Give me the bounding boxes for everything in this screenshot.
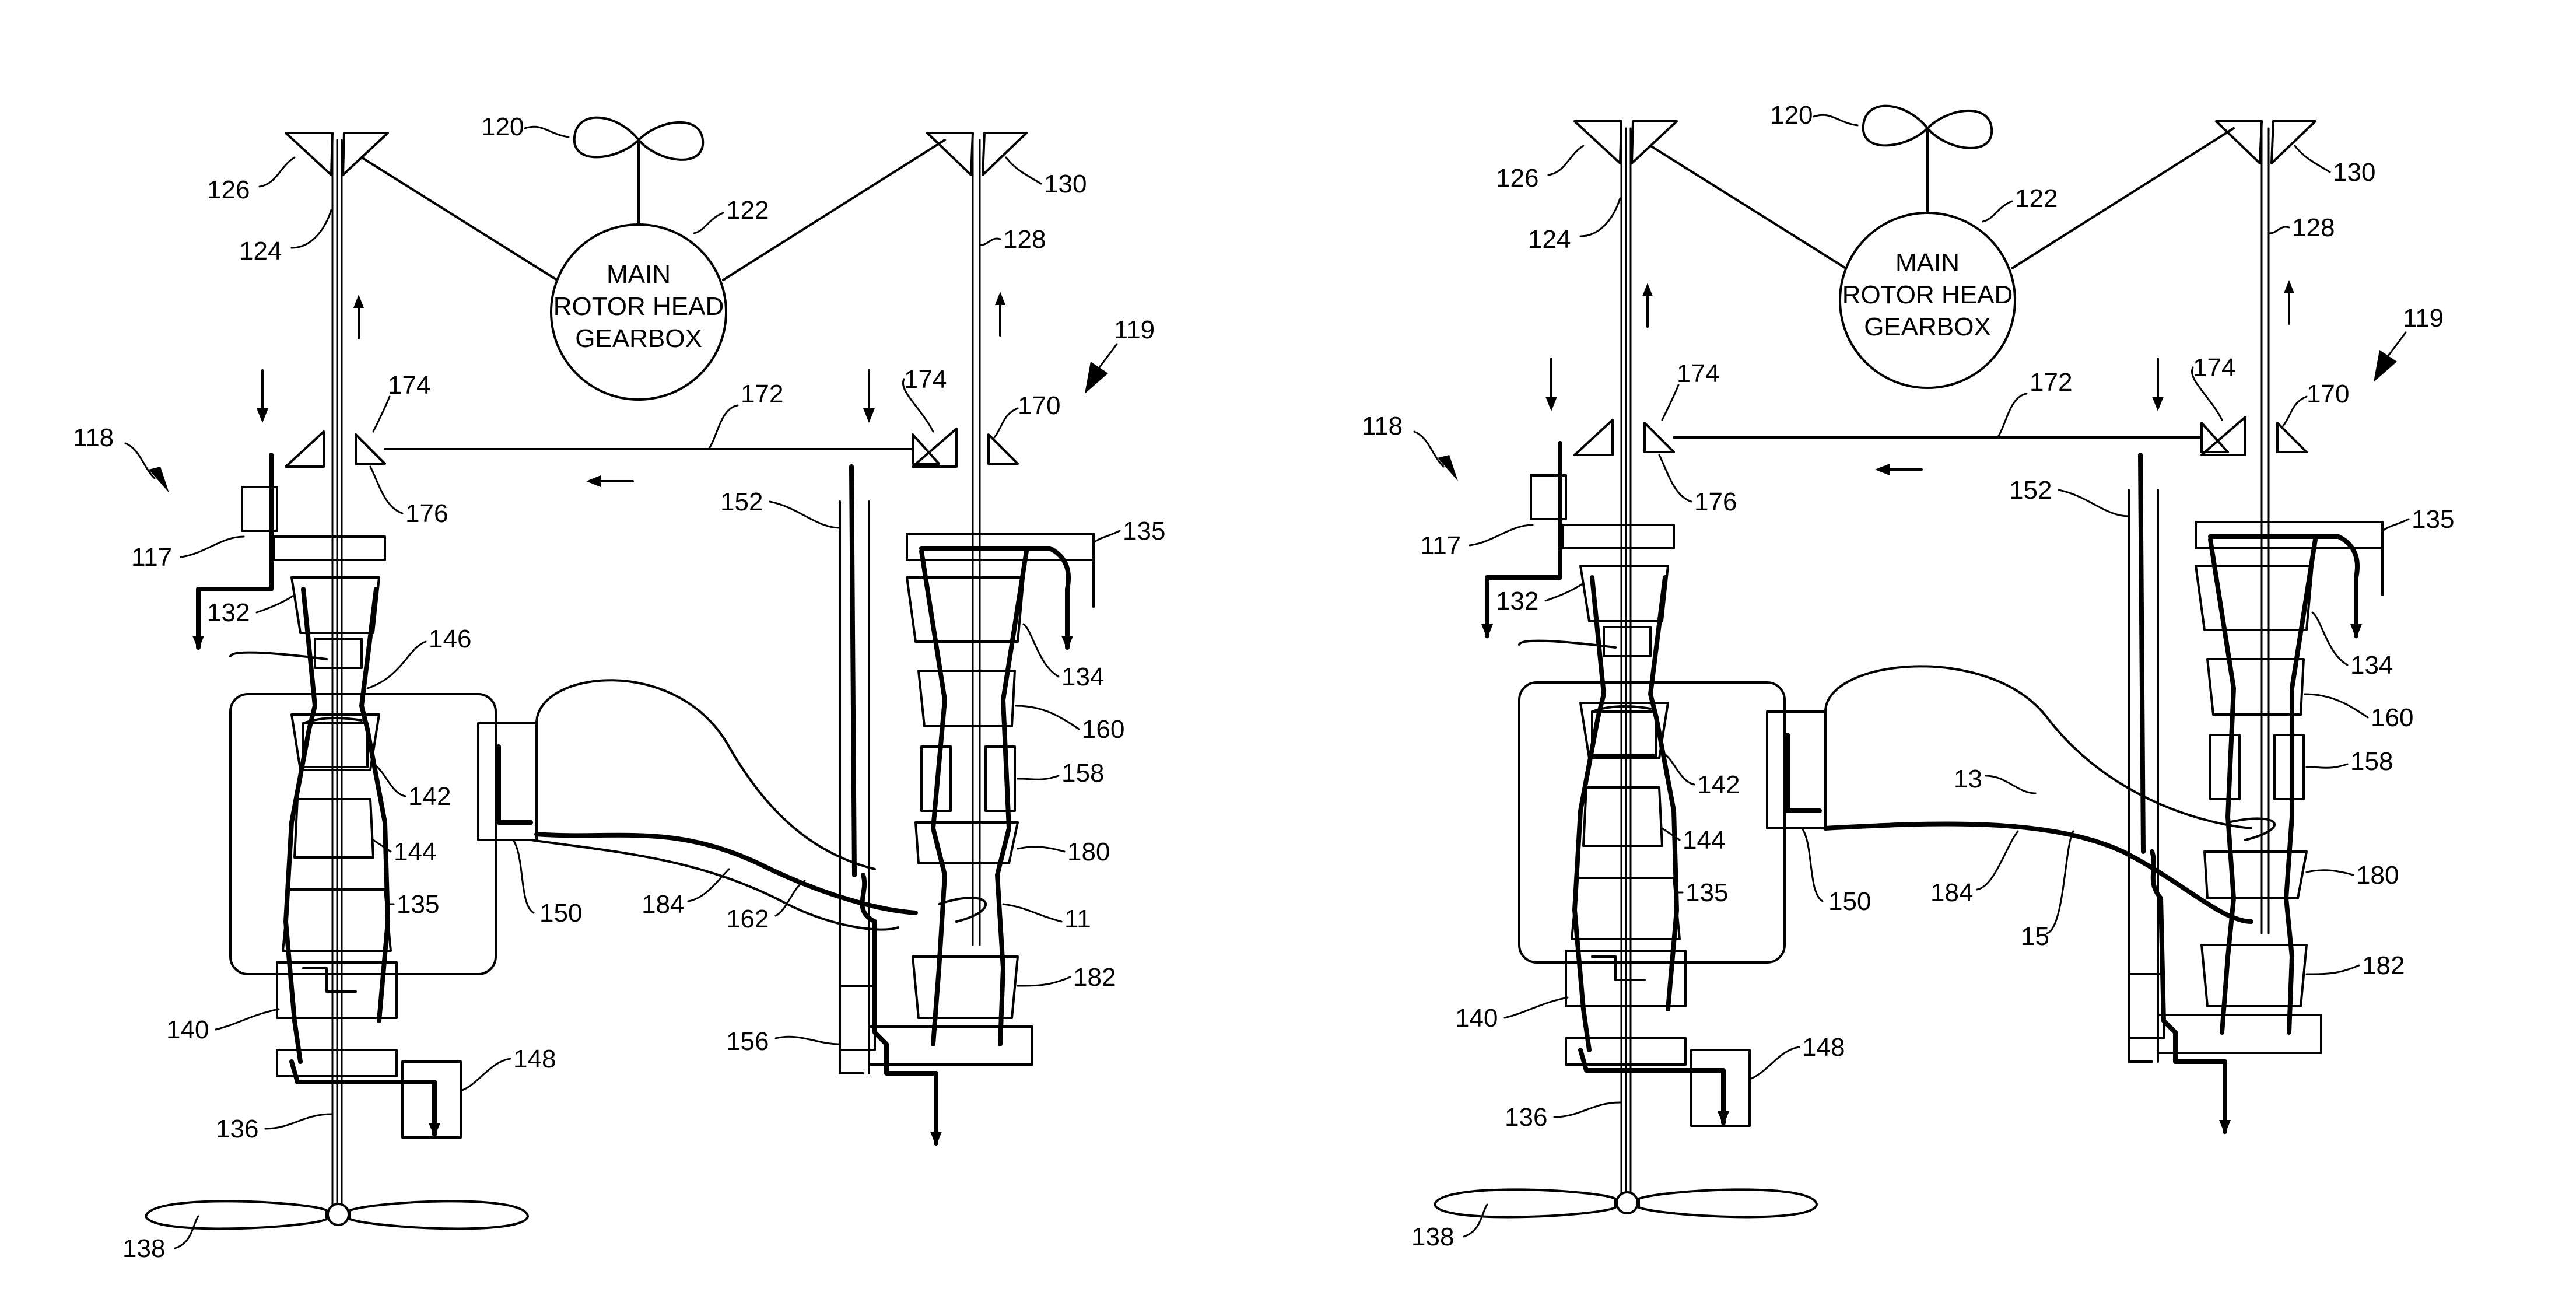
r-label-148: 148 [1802, 1033, 1845, 1062]
r-label-140: 140 [1455, 1004, 1498, 1032]
r-label-182: 182 [2362, 951, 2405, 980]
gearbox-right-line1: MAIN [1895, 248, 1960, 277]
r-label-144: 144 [1683, 826, 1725, 855]
r-label-174-b: 174 [2193, 353, 2235, 382]
label-146: 146 [429, 625, 471, 653]
r-label-150: 150 [1828, 887, 1871, 916]
gearbox-right-line3: GEARBOX [1864, 313, 1991, 341]
label-180: 180 [1067, 838, 1110, 866]
label-144: 144 [394, 838, 436, 866]
r-label-152: 152 [2009, 476, 2052, 505]
label-117: 117 [131, 543, 172, 572]
r-label-119: 119 [2403, 304, 2444, 332]
left-figure: MAIN ROTOR HEAD GEARBOX [146, 118, 1094, 1229]
r-label-132: 132 [1496, 587, 1538, 615]
label-120: 120 [481, 113, 524, 141]
label-140: 140 [166, 1016, 209, 1044]
r-label-128: 128 [2292, 213, 2335, 242]
gearbox-line2: ROTOR HEAD [553, 292, 724, 321]
gearbox-line3: GEARBOX [575, 324, 702, 353]
label-135-top: 135 [1123, 517, 1165, 545]
r-label-124: 124 [1528, 225, 1571, 254]
label-142: 142 [408, 782, 451, 811]
r-label-174-a: 174 [1677, 359, 1719, 388]
right-figure: MAIN ROTOR HEAD GEARBOX [1435, 106, 2382, 1217]
r-label-122: 122 [2015, 184, 2058, 213]
label-119: 119 [1114, 316, 1155, 344]
r-label-136: 136 [1505, 1103, 1547, 1132]
label-134: 134 [1061, 663, 1104, 691]
gearbox-line1: MAIN [607, 260, 671, 289]
label-174-b: 174 [904, 365, 947, 394]
label-156: 156 [726, 1027, 769, 1056]
r-label-135-mid: 135 [1685, 878, 1728, 907]
label-124: 124 [239, 237, 282, 265]
r-label-134: 134 [2350, 651, 2393, 680]
label-160: 160 [1082, 715, 1124, 744]
r-label-184: 184 [1930, 878, 1973, 907]
r-label-138: 138 [1411, 1223, 1454, 1251]
r-label-117: 117 [1420, 531, 1461, 560]
label-148: 148 [513, 1045, 556, 1073]
fan-120-right-icon [1863, 106, 1992, 213]
r-label-120: 120 [1770, 101, 1813, 129]
r-label-180: 180 [2356, 861, 2399, 890]
label-128: 128 [1003, 225, 1046, 254]
r-label-126: 126 [1496, 164, 1538, 192]
r-label-160: 160 [2371, 703, 2413, 732]
r-label-172: 172 [2030, 368, 2072, 397]
label-122: 122 [726, 196, 769, 225]
label-130: 130 [1044, 170, 1087, 198]
label-135-mid: 135 [397, 890, 439, 919]
fan-120-icon [574, 118, 703, 225]
r-label-13: 13 [1954, 765, 1982, 793]
r-label-135-top: 135 [2412, 505, 2454, 534]
label-172: 172 [741, 380, 783, 408]
r-label-170: 170 [2307, 380, 2349, 408]
r-label-158: 158 [2350, 747, 2393, 776]
label-11: 11 [1064, 905, 1091, 933]
label-162: 162 [726, 905, 769, 933]
label-170: 170 [1018, 391, 1060, 420]
label-138: 138 [122, 1234, 165, 1263]
r-label-130: 130 [2333, 158, 2375, 187]
label-132: 132 [207, 598, 250, 627]
r-label-142: 142 [1697, 771, 1740, 799]
label-182: 182 [1073, 963, 1116, 992]
label-184: 184 [642, 890, 684, 919]
r-label-118: 118 [1362, 412, 1403, 440]
label-126: 126 [207, 176, 250, 204]
r-label-15: 15 [2021, 922, 2049, 951]
label-158: 158 [1061, 759, 1104, 787]
label-152: 152 [720, 488, 763, 516]
label-118: 118 [73, 423, 114, 452]
label-174-a: 174 [388, 371, 430, 400]
label-136: 136 [216, 1115, 258, 1143]
r-label-176: 176 [1694, 488, 1737, 516]
label-176: 176 [405, 499, 448, 528]
label-150: 150 [539, 899, 582, 927]
gearbox-right-line2: ROTOR HEAD [1842, 281, 2013, 309]
